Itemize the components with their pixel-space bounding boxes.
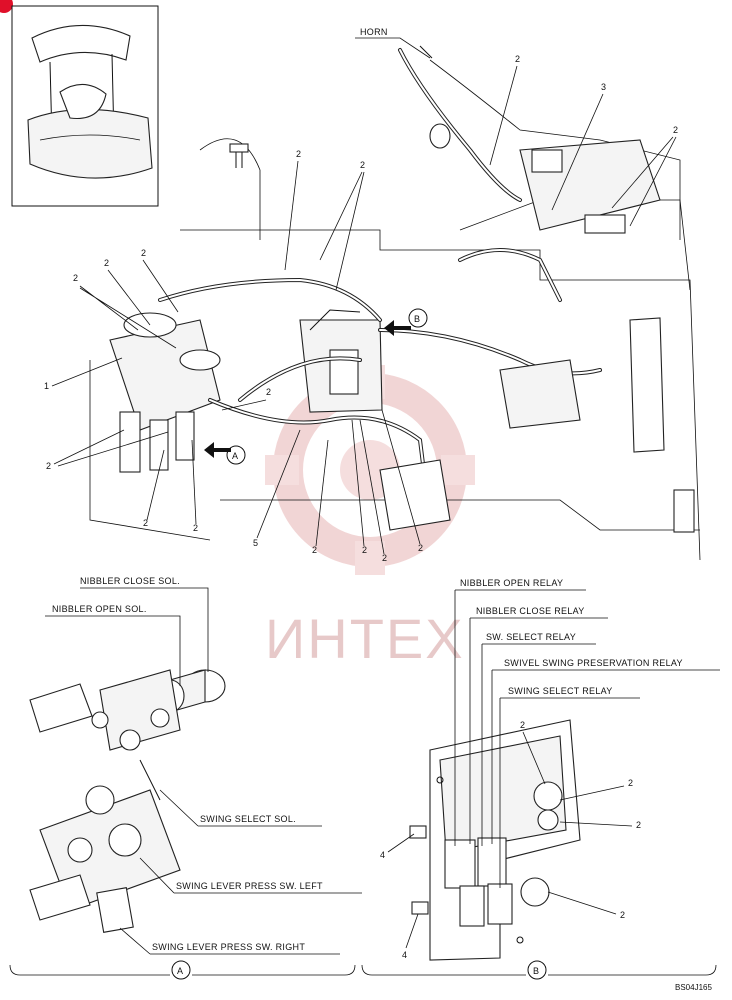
svg-text:2: 2 <box>628 778 633 788</box>
svg-text:2: 2 <box>520 720 525 730</box>
svg-text:2: 2 <box>382 553 387 563</box>
detail-b-labels: NIBBLER OPEN RELAY NIBBLER CLOSE RELAY S… <box>361 578 720 980</box>
svg-text:2: 2 <box>296 149 301 159</box>
label-sw-select-relay: SW. SELECT RELAY <box>486 632 576 642</box>
svg-text:2: 2 <box>312 545 317 555</box>
svg-text:3: 3 <box>601 82 606 92</box>
svg-text:2: 2 <box>362 545 367 555</box>
callout-b-main: B <box>414 314 420 324</box>
svg-text:2: 2 <box>193 523 198 533</box>
watermark-text: ИНТЕХ <box>265 607 465 670</box>
svg-text:2: 2 <box>104 258 109 268</box>
svg-text:2: 2 <box>360 160 365 170</box>
label-nibbler-close-sol: NIBBLER CLOSE SOL. <box>80 576 180 586</box>
svg-text:4: 4 <box>380 850 385 860</box>
callout-b-detail: B <box>533 966 539 976</box>
svg-text:2: 2 <box>620 910 625 920</box>
corner-mark <box>0 0 13 13</box>
horn-body <box>429 123 451 149</box>
label-nibbler-close-relay: NIBBLER CLOSE RELAY <box>476 606 585 616</box>
svg-text:2: 2 <box>418 543 423 553</box>
callout-a-detail: A <box>177 966 183 976</box>
svg-text:4: 4 <box>402 950 407 960</box>
svg-text:2: 2 <box>141 248 146 258</box>
label-nibbler-open-relay: NIBBLER OPEN RELAY <box>460 578 563 588</box>
svg-text:1: 1 <box>44 381 49 391</box>
detail-a-labels: NIBBLER CLOSE SOL. NIBBLER OPEN SOL. SWI… <box>9 576 362 980</box>
label-swing-select-sol: SWING SELECT SOL. <box>200 814 296 824</box>
svg-text:5: 5 <box>253 538 258 548</box>
svg-text:2: 2 <box>636 820 641 830</box>
label-swing-lever-right: SWING LEVER PRESS SW. RIGHT <box>152 942 305 952</box>
detail-a <box>29 669 226 933</box>
detail-b <box>409 719 581 961</box>
svg-text:2: 2 <box>46 461 51 471</box>
label-swing-select-relay: SWING SELECT RELAY <box>508 686 613 696</box>
label-swivel-swing-relay: SWIVEL SWING PRESERVATION RELAY <box>504 658 683 668</box>
label-nibbler-open-sol: NIBBLER OPEN SOL. <box>52 604 147 614</box>
label-swing-lever-left: SWING LEVER PRESS SW. LEFT <box>176 881 323 891</box>
figure-code: BS04J165 <box>675 983 712 992</box>
horn-label: HORN <box>360 27 388 37</box>
svg-text:2: 2 <box>673 125 678 135</box>
svg-text:2: 2 <box>143 518 148 528</box>
svg-text:2: 2 <box>266 387 271 397</box>
svg-text:2: 2 <box>515 54 520 64</box>
main-labels: HORN 2 3 2 2 2 2 2 2 1 2 2 2 2 5 2 2 2 <box>44 27 678 563</box>
svg-text:2: 2 <box>73 273 78 283</box>
inset-thumbnail <box>11 5 159 207</box>
main-assembly <box>89 45 701 561</box>
callout-a-main: A <box>232 451 238 461</box>
